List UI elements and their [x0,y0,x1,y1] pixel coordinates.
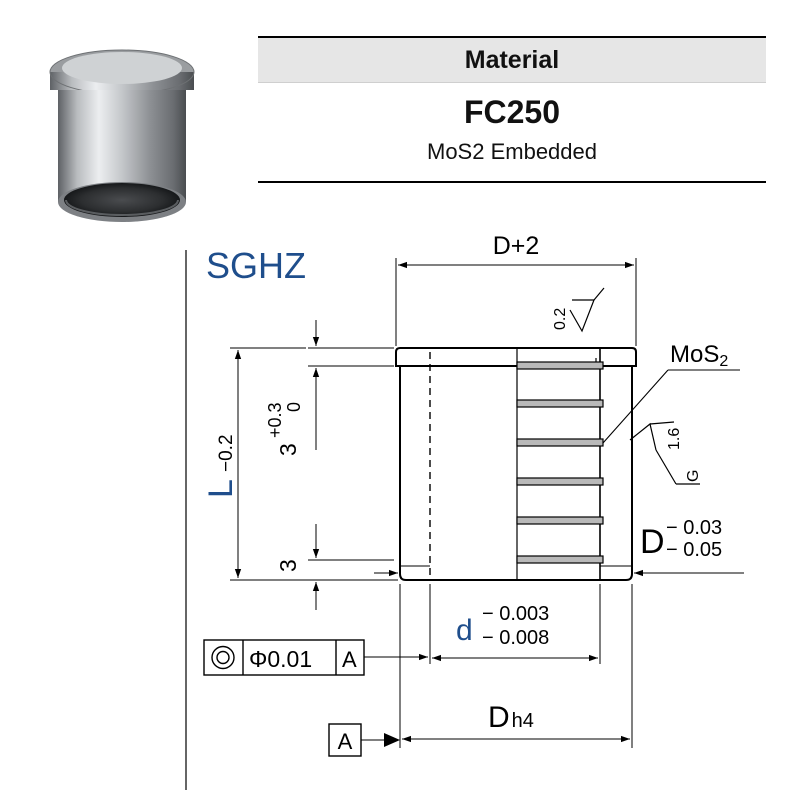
material-note: MoS2 Embedded [427,139,597,164]
dim-flange-height-upper: +0.3 [265,402,285,438]
dim-outer-base: D [640,523,665,561]
mos2-strips [516,361,604,564]
dim-length [230,347,398,581]
dim-flange-diameter [395,258,637,346]
dim-inner-tol-lower: − 0.008 [482,627,549,649]
material-header-row: Material [258,38,766,83]
roughness-symbol-top [569,287,605,333]
dim-groove-offset-label: 3 [275,559,301,572]
dim-inner-tol-upper: − 0.003 [482,603,549,625]
table-bottom-rule [258,181,766,183]
product-photo [36,34,208,230]
roughness-bore-value: 1.6 [666,428,683,450]
dim-length-tol: −0.2 [216,434,237,472]
dim-flange-label: D+2 [493,232,540,260]
mos2-callout: MoS2 [670,341,728,370]
mos2-strip [516,361,604,370]
mos2-leader [602,369,669,444]
gdt-frame [203,639,428,676]
material-name: FC250 [463,94,561,130]
dim-inner-diameter [429,584,601,664]
bushing-photo-svg [49,49,195,222]
roughness-top-value: 0.2 [552,308,569,330]
dim-flange-height-lower: 0 [284,402,304,412]
concentricity-icon [211,645,235,670]
part-section [395,347,637,581]
gdt-value: Φ0.01 [249,646,312,672]
dim-flange-height [308,320,394,450]
dim-length-base: L [202,479,240,498]
gdt-datum: A [342,647,357,672]
dim-outer-tol-upper: − 0.03 [666,517,722,539]
dim-flange-height-base: 3 [275,443,301,456]
bushing-bore [64,183,180,217]
mos2-strip [516,516,604,525]
datum-label: A [338,729,353,754]
roughness-symbol-bore [629,421,700,485]
material-table: Material FC250 MoS2 Embedded [258,36,766,183]
dim-outer-tol-lower: − 0.05 [666,539,722,561]
body-outline [399,366,633,581]
series-code: SGHZ [206,245,306,286]
roughness-bore-process: G [685,470,702,482]
mos2-strip [516,399,604,408]
mos2-strip [516,555,604,564]
dim-groove-offset [308,524,394,610]
dim-outer-fit [399,584,633,748]
dim-inner-base: d [456,614,473,647]
mos2-strip [516,438,604,447]
material-header: Material [464,46,560,74]
mos2-strip [516,477,604,486]
datum-feature [328,723,400,757]
table-top-rule [258,36,766,38]
